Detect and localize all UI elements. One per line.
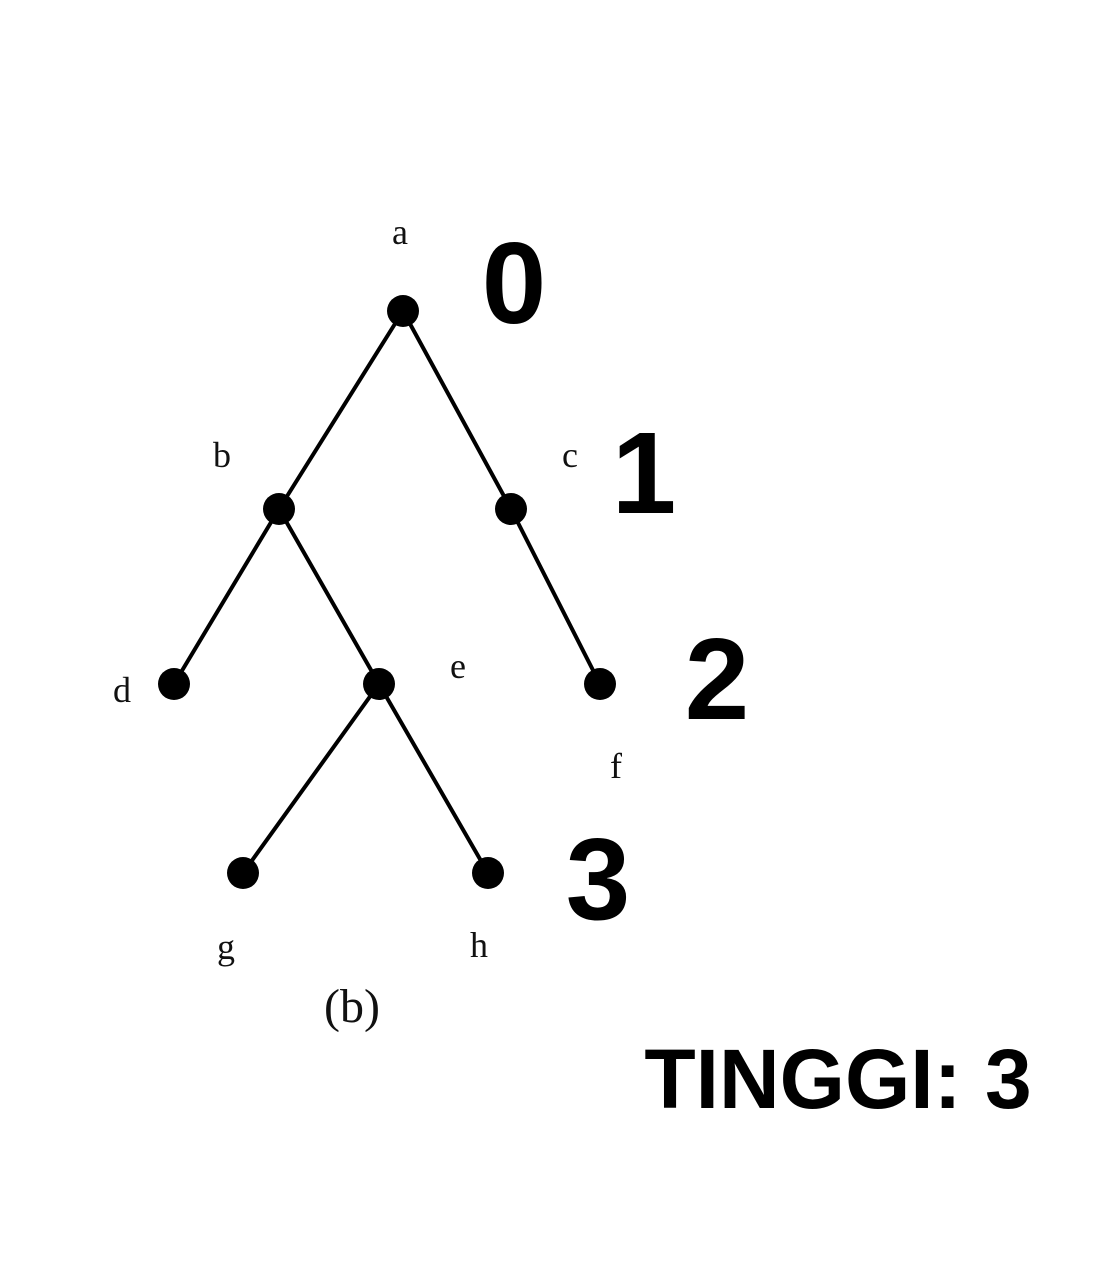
- node-d: [158, 668, 190, 700]
- level-0-label: 0: [482, 218, 547, 348]
- node-label-g: g: [217, 927, 235, 967]
- tree-nodes: [158, 295, 616, 889]
- node-label-c: c: [562, 435, 578, 475]
- edge-e-g: [241, 682, 381, 875]
- tree-height-label: TINGGI: 3: [644, 1032, 1031, 1126]
- node-label-b: b: [213, 435, 231, 475]
- node-f: [584, 668, 616, 700]
- level-1-label: 1: [612, 408, 677, 538]
- node-label-d: d: [113, 670, 131, 710]
- node-label-h: h: [470, 925, 488, 965]
- level-2-label: 2: [685, 614, 750, 744]
- node-a: [387, 295, 419, 327]
- node-g: [227, 857, 259, 889]
- node-label-a: a: [392, 212, 408, 252]
- figure-caption: (b): [324, 980, 380, 1033]
- node-label-f: f: [610, 746, 622, 786]
- edge-b-e: [277, 507, 381, 686]
- node-label-e: e: [450, 646, 466, 686]
- node-b: [263, 493, 295, 525]
- tree-node-labels: a b c d e f g h: [113, 212, 622, 967]
- tree-edges: [172, 309, 602, 875]
- edge-c-f: [509, 507, 602, 686]
- edge-a-b: [277, 309, 405, 511]
- edge-e-h: [377, 682, 490, 875]
- level-3-label: 3: [566, 814, 631, 944]
- node-h: [472, 857, 504, 889]
- edge-a-c: [401, 309, 513, 511]
- node-c: [495, 493, 527, 525]
- node-e: [363, 668, 395, 700]
- edge-b-d: [172, 507, 281, 686]
